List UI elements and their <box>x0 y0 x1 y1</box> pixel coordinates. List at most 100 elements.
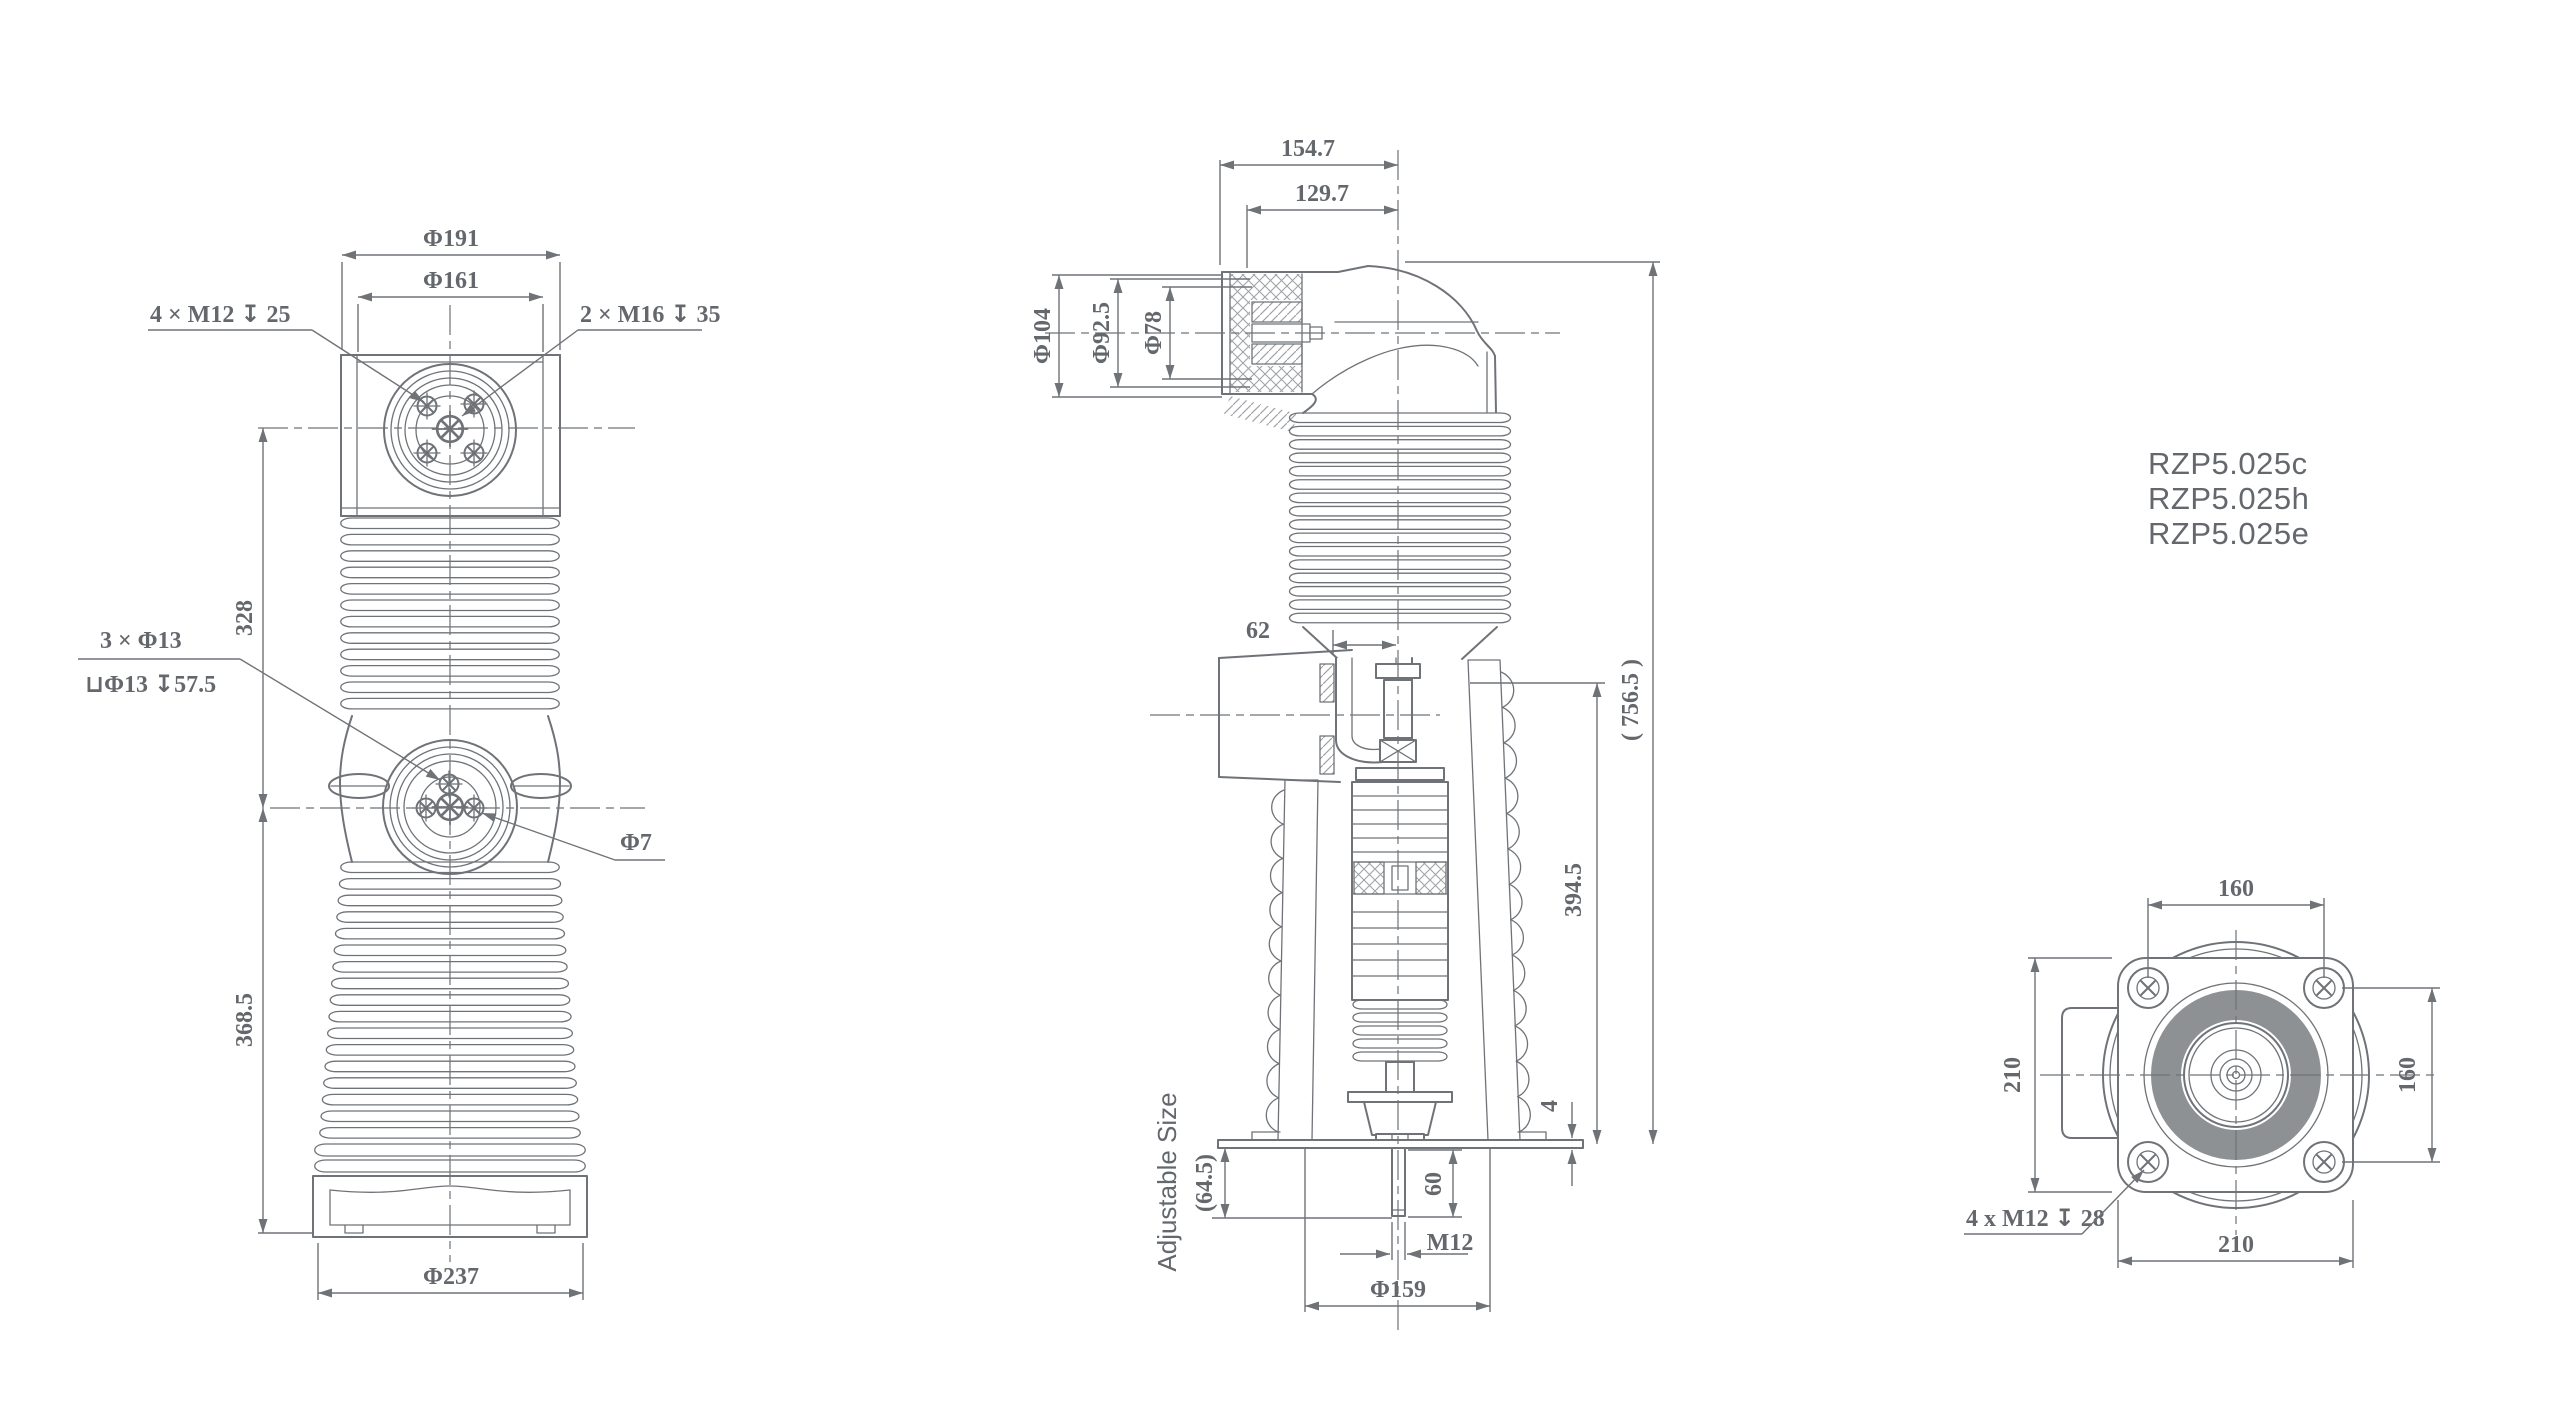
side-section-view: 154.7 129.7 Φ104 Φ92.5 Φ78 62 ( 756.5 ) <box>1030 136 1660 1335</box>
shed-rib <box>321 1093 579 1106</box>
dim-holes: 3 × Φ13 <box>100 628 182 654</box>
shed-rib <box>1288 599 1512 611</box>
shed-rib <box>1288 572 1512 584</box>
shed-rib <box>319 1126 581 1139</box>
dim-overall-height: ( 756.5 ) <box>1618 659 1644 741</box>
shed-rib <box>1352 1051 1448 1062</box>
shed-rib <box>323 1077 577 1089</box>
dim-lower-section: 394.5 <box>1561 863 1587 917</box>
shed-rib <box>340 632 560 644</box>
dim-stud-length: 60 <box>1421 1172 1447 1196</box>
shed-rib <box>1288 425 1512 437</box>
shed-rib <box>332 960 568 973</box>
front-mid-flange <box>328 715 572 875</box>
shed-rib <box>1352 1025 1448 1036</box>
side-flexible-connector <box>1335 657 1421 764</box>
right-wall-fins <box>1500 671 1531 1133</box>
shed-rib <box>1288 559 1512 570</box>
shed-rib <box>329 994 571 1006</box>
shed-rib <box>1352 1038 1448 1049</box>
dim-plate-width: 210 <box>2218 1232 2254 1258</box>
shed-rib <box>1352 1012 1448 1023</box>
side-base-plate <box>1217 1139 1584 1217</box>
shed-rib <box>340 648 560 661</box>
dim-hole-pitch-x: 160 <box>2218 876 2254 902</box>
shed-rib <box>1288 519 1512 530</box>
shed-rib <box>340 582 560 595</box>
shed-rib <box>340 517 560 530</box>
front-upper-sheds <box>340 517 560 710</box>
dim-stud-thread: M12 <box>1427 1230 1474 1256</box>
shed-rib <box>1288 585 1512 597</box>
shed-rib <box>314 1159 586 1173</box>
shed-rib <box>1288 412 1512 424</box>
shed-rib <box>337 894 563 907</box>
front-view: Φ191 Φ161 4 × M12 ↧ 25 2 × M16 ↧ 35 328 … <box>78 226 720 1300</box>
shed-rib <box>320 1110 580 1123</box>
shed-rib <box>333 944 567 957</box>
shed-rib <box>340 533 560 546</box>
front-top-cup <box>340 354 561 517</box>
shed-rib <box>324 1060 576 1073</box>
shed-rib <box>1288 479 1512 490</box>
shed-rib <box>326 1027 574 1040</box>
dim-base-diameter: Φ237 <box>423 1264 479 1290</box>
dim-arm-d3: Φ78 <box>1141 311 1167 355</box>
shed-rib <box>338 877 562 890</box>
shed-rib <box>328 1010 572 1023</box>
side-dimensions: 154.7 129.7 Φ104 Φ92.5 Φ78 62 ( 756.5 ) <box>1030 136 1660 1312</box>
shed-rib <box>340 566 560 579</box>
bottom-dimensions: 160 160 210 210 4 x M12 ↧ 28 <box>1964 876 2440 1268</box>
model-name-3: RZP5.025e <box>2148 516 2309 551</box>
shed-rib <box>334 927 566 940</box>
dim-bolt-note: 4 x M12 ↧ 28 <box>1966 1206 2105 1232</box>
shed-rib <box>1288 452 1512 464</box>
dim-upper-height: 328 <box>232 600 258 636</box>
shed-rib <box>336 911 564 923</box>
shed-rib <box>1288 612 1512 624</box>
shed-rib <box>340 664 560 677</box>
model-name-1: RZP5.025c <box>2148 446 2308 481</box>
dim-adjustable-value: (64.5) <box>1192 1154 1218 1212</box>
shed-rib <box>340 697 560 710</box>
shed-rib <box>1288 532 1512 544</box>
dim-counterbore: ⊔Φ13 ↧57.5 <box>85 672 216 698</box>
dim-tap-right: 2 × M16 ↧ 35 <box>580 302 720 328</box>
dim-offset: 62 <box>1246 618 1270 644</box>
label-adjustable-size: Adjustable Size <box>1152 1092 1182 1271</box>
dim-plate-thickness: 4 <box>1537 1100 1563 1112</box>
dim-arm-d1: Φ104 <box>1030 308 1056 364</box>
bottom-side-tab <box>2061 1007 2121 1139</box>
dim-bolt-circle: Φ161 <box>423 268 479 294</box>
dim-bottom-diameter: Φ159 <box>1370 1277 1426 1303</box>
model-list: RZP5.025c RZP5.025h RZP5.025e <box>2148 446 2309 551</box>
shed-rib <box>340 599 560 612</box>
shed-rib <box>1288 545 1512 557</box>
dim-lower-height: 368.5 <box>232 993 258 1047</box>
dim-reach-total: 154.7 <box>1281 136 1335 162</box>
dim-arm-d2: Φ92.5 <box>1089 302 1115 364</box>
dim-tap-left: 4 × M12 ↧ 25 <box>150 302 290 328</box>
shed-rib <box>340 681 560 694</box>
shed-rib <box>340 550 560 562</box>
dim-plate-height: 210 <box>2000 1057 2026 1093</box>
shed-rib <box>314 1143 586 1157</box>
front-base <box>312 1143 588 1238</box>
shed-rib <box>1288 505 1512 517</box>
side-upper-sheds <box>1288 412 1512 624</box>
shed-rib <box>1288 465 1512 477</box>
side-entry-arm <box>1221 265 1369 432</box>
side-cone <box>1302 626 1498 660</box>
model-name-2: RZP5.025h <box>2148 481 2309 516</box>
left-wall-fins <box>1265 789 1285 1133</box>
shed-rib <box>1288 492 1512 504</box>
side-elbow-dome <box>1302 265 1497 414</box>
side-vacuum-interrupter <box>1347 767 1453 1149</box>
dim-hole-pitch-y: 160 <box>2395 1057 2421 1093</box>
shed-rib <box>340 861 560 874</box>
dim-pin: Φ7 <box>620 830 652 856</box>
front-dimensions: Φ191 Φ161 4 × M12 ↧ 25 2 × M16 ↧ 35 328 … <box>78 226 720 1300</box>
shed-rib <box>1352 999 1448 1010</box>
